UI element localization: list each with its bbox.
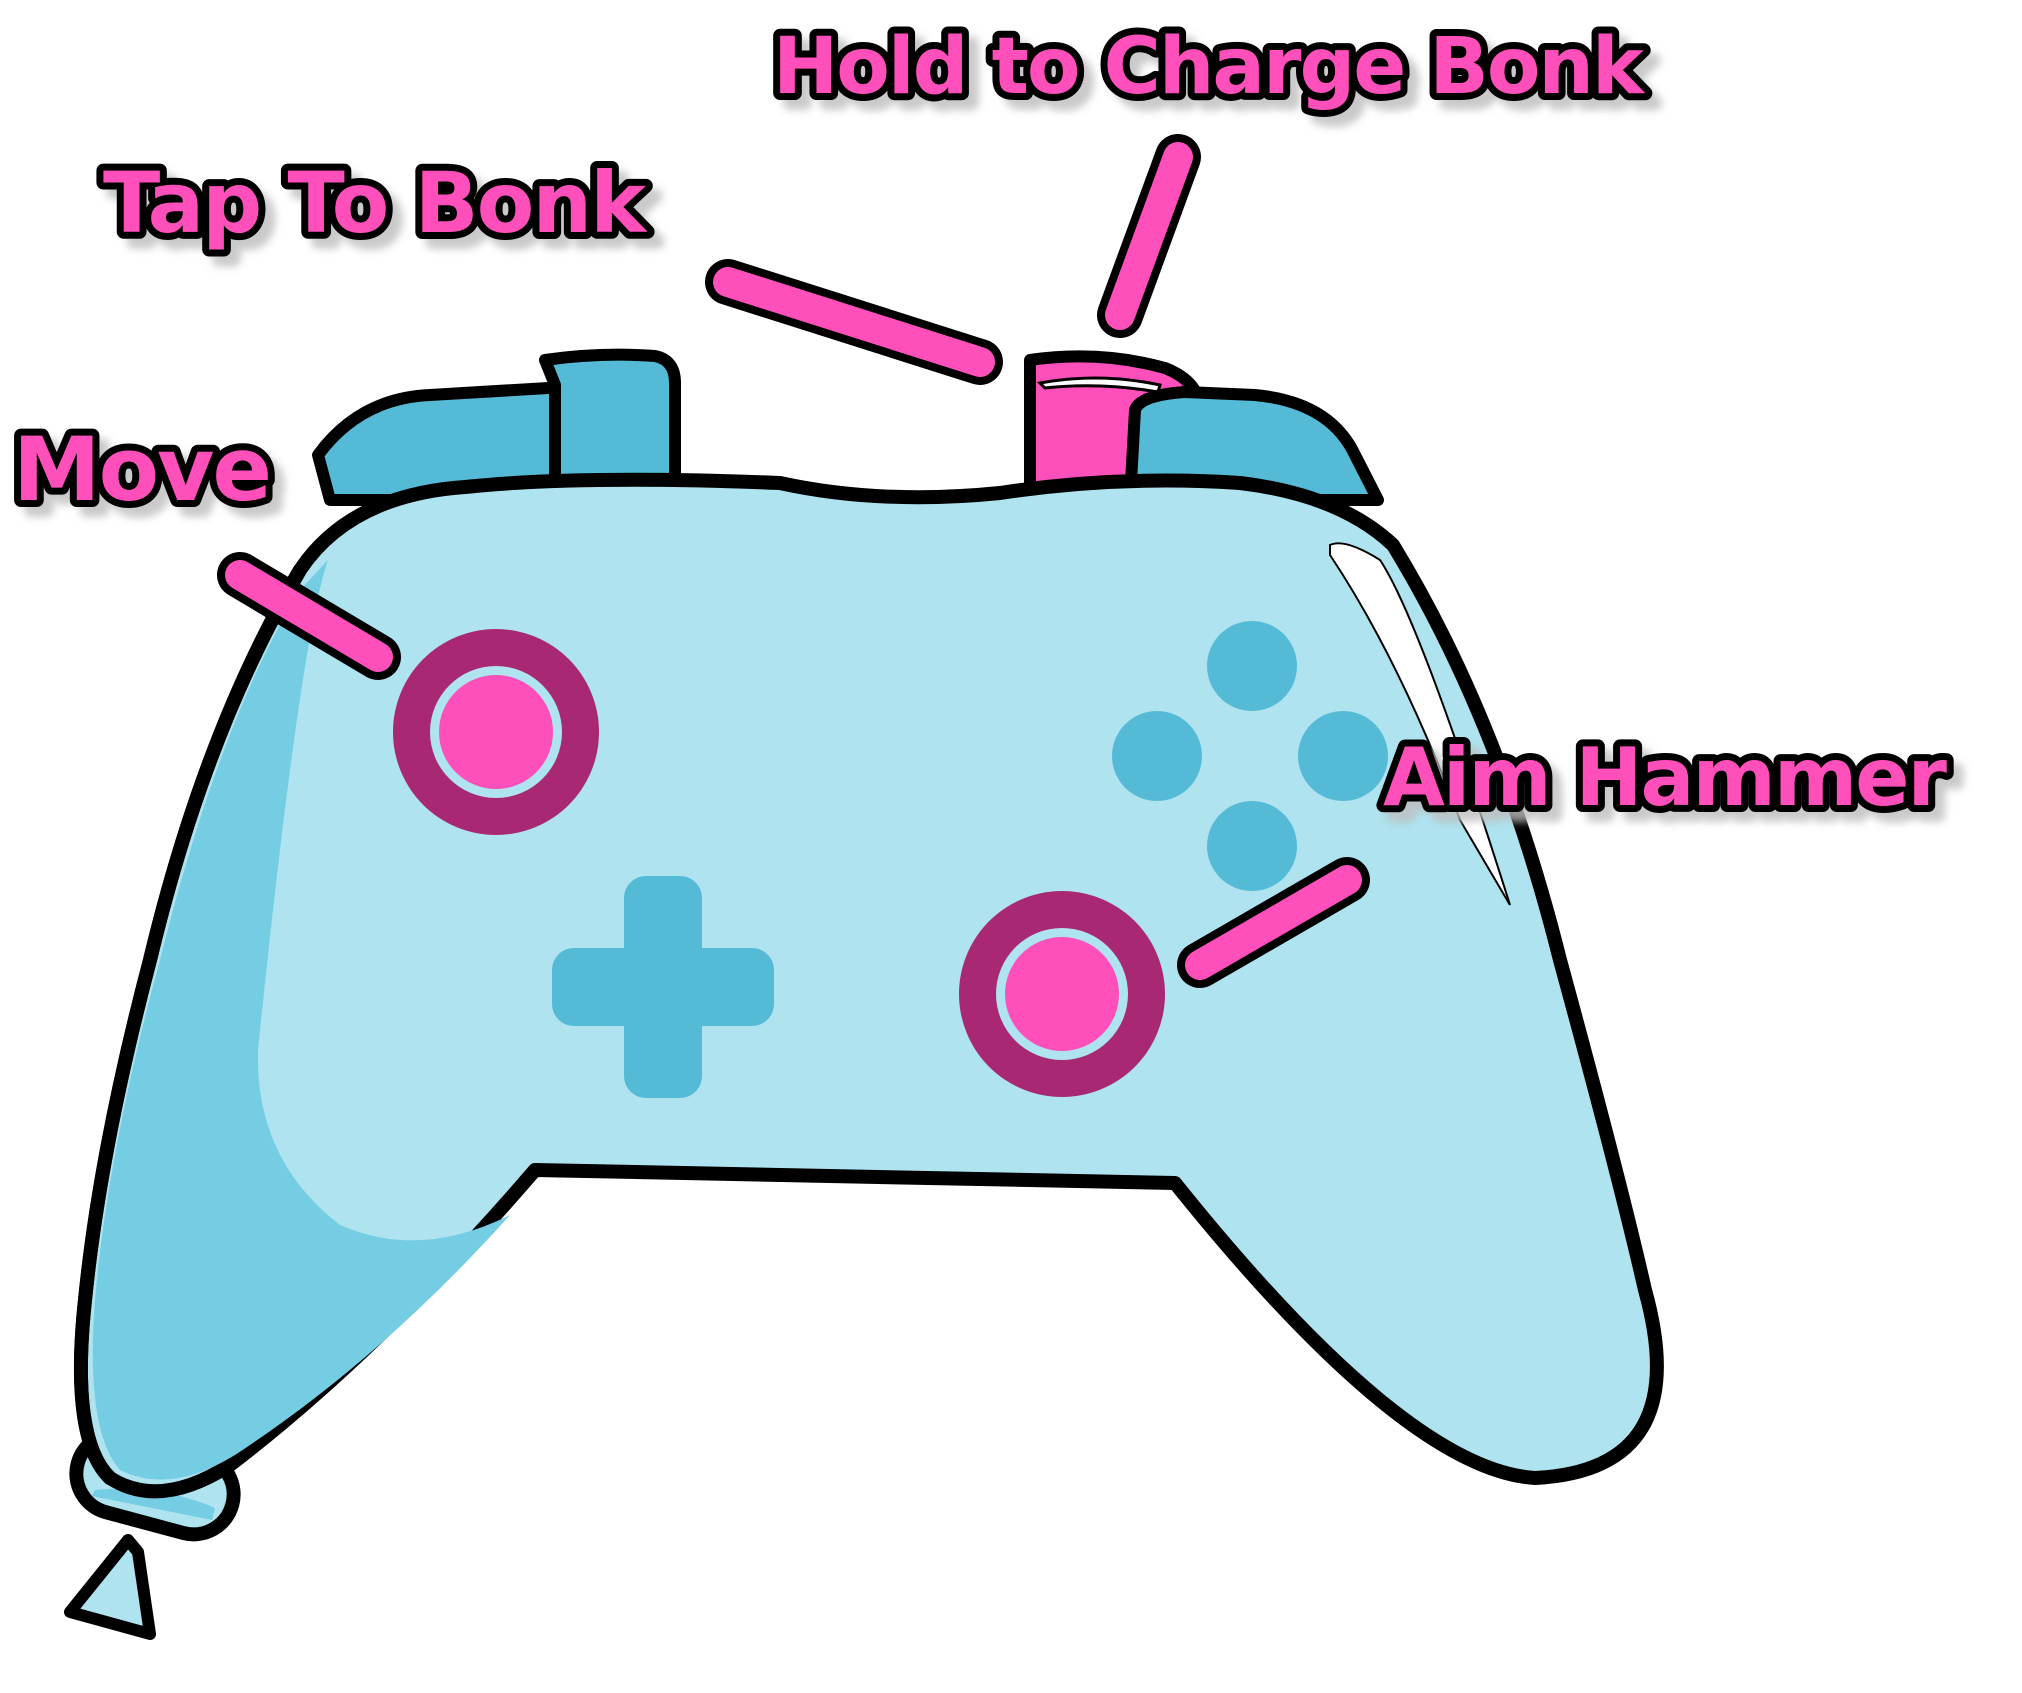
svg-text:Move: Move (23, 428, 280, 531)
move-callout-line (217, 552, 401, 680)
face-button-right (1298, 711, 1388, 801)
face-button-left (1112, 711, 1202, 801)
svg-text:Hold to Charge Bonk: Hold to Charge Bonk (783, 32, 1656, 122)
tap-to-bonk-label: Tap To Bonk (103, 154, 648, 252)
hold-to-charge-bonk-label: Hold to Charge Bonk (773, 22, 1646, 112)
face-buttons (1112, 621, 1388, 891)
svg-text:Aim Hammer: Aim Hammer (1393, 741, 1957, 834)
dpad (552, 876, 774, 1098)
aim-hammer-callout-line (1177, 857, 1370, 988)
left-stick (393, 629, 599, 835)
left-bumper (312, 348, 681, 506)
tap-to-bonk-callout-line (705, 259, 1003, 385)
callout-lines (217, 134, 1370, 988)
right-bumper (1124, 386, 1384, 506)
svg-text:Tap To Bonk: Tap To Bonk (113, 164, 658, 262)
right-stick (959, 891, 1165, 1097)
face-button-top (1207, 621, 1297, 711)
move-label: Move (13, 418, 270, 521)
aim-hammer-label: Aim Hammer (1383, 731, 1947, 824)
label-shadows: Move Tap To Bonk Hold to Charge Bonk Aim… (16, 25, 1966, 841)
face-button-bottom (1207, 801, 1297, 891)
hold-to-charge-callout-line (1097, 134, 1201, 338)
